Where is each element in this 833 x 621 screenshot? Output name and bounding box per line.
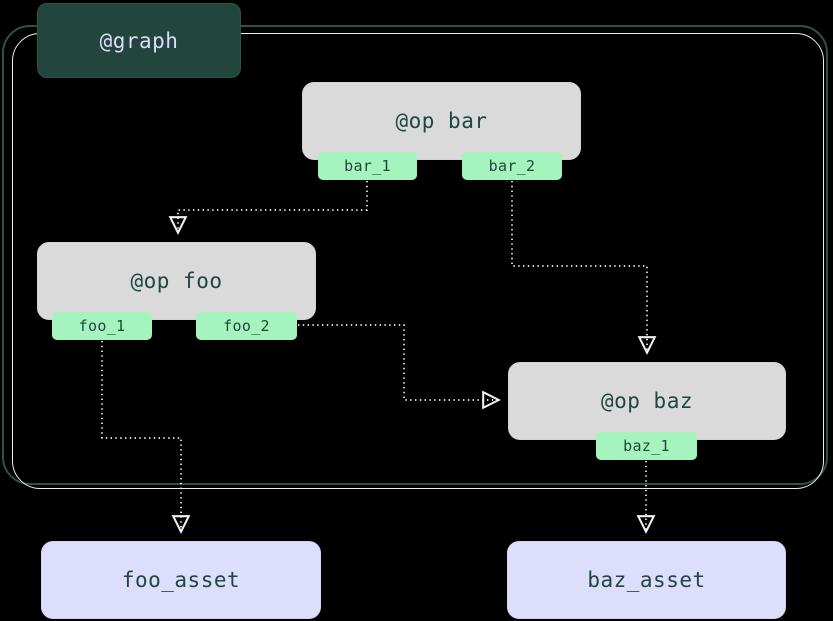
node-op-foo[interactable]: @op foo: [37, 242, 316, 320]
port-bar-2[interactable]: bar_2: [462, 152, 562, 180]
edge-foo1-to-fooasset: [101, 341, 181, 531]
subgraph-container-inline: [12, 33, 824, 489]
port-bar-1-label: bar_1: [344, 157, 391, 175]
port-baz-1[interactable]: baz_1: [596, 432, 697, 460]
node-op-foo-label: @op foo: [130, 269, 223, 293]
subgraph-container-outline: [2, 25, 828, 485]
node-op-baz-label: @op baz: [600, 389, 693, 413]
edge-bar2-to-baz: [511, 181, 647, 352]
port-foo-2-label: foo_2: [223, 317, 270, 335]
port-foo-1[interactable]: foo_1: [52, 312, 152, 340]
node-op-bar[interactable]: @op bar: [302, 82, 581, 160]
port-baz-1-label: baz_1: [623, 437, 670, 455]
subgraph-label-text: @graph: [99, 28, 179, 53]
port-foo-1-label: foo_1: [78, 317, 126, 335]
port-bar-1[interactable]: bar_1: [318, 152, 417, 180]
port-bar-2-label: bar_2: [488, 157, 536, 175]
node-asset-baz-asset[interactable]: baz_asset: [507, 541, 786, 619]
node-asset-baz-asset-label: baz_asset: [587, 568, 706, 592]
node-asset-foo-asset[interactable]: foo_asset: [41, 541, 321, 619]
node-op-baz[interactable]: @op baz: [508, 362, 786, 440]
edge-bar1-to-foo: [178, 181, 368, 232]
node-op-bar-label: @op bar: [395, 109, 488, 133]
node-asset-foo-asset-label: foo_asset: [121, 568, 241, 592]
port-foo-2[interactable]: foo_2: [196, 312, 297, 340]
subgraph-label-graph[interactable]: @graph: [37, 3, 241, 78]
edge-foo2-to-baz: [298, 324, 498, 400]
